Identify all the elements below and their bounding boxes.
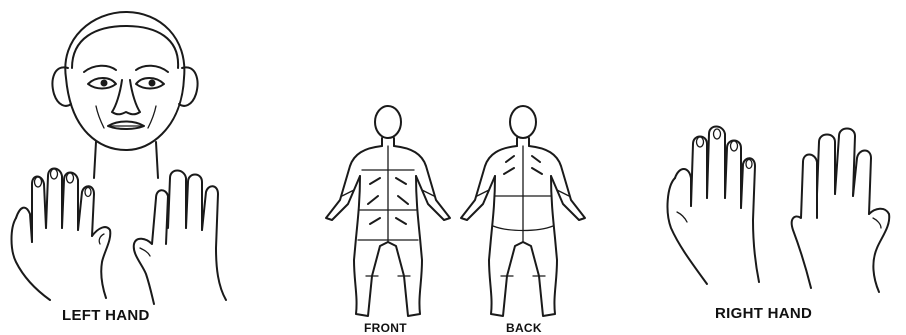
front-label: FRONT xyxy=(364,321,407,335)
back-label: BACK xyxy=(506,321,542,335)
right-hand-label: RIGHT HAND xyxy=(715,305,812,322)
body-drawing xyxy=(318,100,598,320)
body-diagram: FRONT BACK xyxy=(318,100,598,335)
left-hand-label: LEFT HAND xyxy=(62,307,150,324)
face-drawing xyxy=(38,8,213,178)
face-diagram xyxy=(38,8,213,178)
back-figure xyxy=(461,106,585,316)
right-hand-diagram: RIGHT HAND xyxy=(655,122,900,322)
front-figure xyxy=(326,106,450,316)
right-hand-drawing xyxy=(655,122,900,302)
left-hand-drawing xyxy=(6,158,246,308)
left-hand-diagram: LEFT HAND xyxy=(6,158,246,308)
